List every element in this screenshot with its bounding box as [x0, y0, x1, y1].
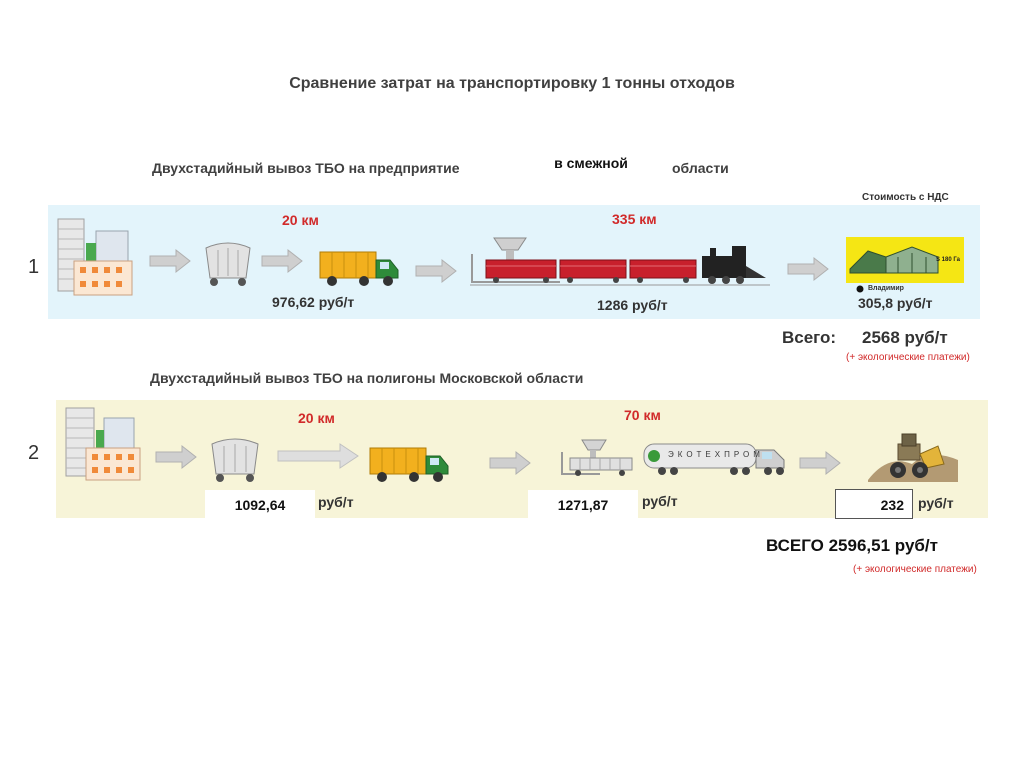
scheme2-price-unit-2: руб/т: [642, 493, 678, 509]
arrow-right-icon: [155, 444, 197, 470]
arrow-right-icon: [277, 443, 359, 469]
scheme2-leg2-distance: 70 км: [624, 407, 661, 423]
scheme2-price-unit-1: руб/т: [318, 494, 354, 510]
scheme1-eco-note: (+ экологические платежи): [846, 352, 970, 363]
bulldozer-landfill-icon: [868, 433, 958, 482]
scheme2-grand-total: ВСЕГО 2596,51 руб/т: [766, 536, 938, 555]
scheme1-leg1-price: 976,62 руб/т: [272, 294, 355, 310]
scheme2-price-box-3: 232: [835, 489, 913, 519]
arrow-right-icon: [787, 256, 829, 282]
scheme1-leg2-price: 1286 руб/т: [597, 297, 668, 313]
location-dot-icon: [856, 285, 864, 293]
scheme1-leg1-distance: 20 км: [282, 212, 319, 228]
scheme2-eco-note: (+ экологические платежи): [853, 564, 977, 575]
buildings-icon: [57, 218, 133, 296]
freight-train-icon: [470, 237, 770, 286]
garbage-truck-icon: [369, 447, 449, 482]
scheme1-total-value: 2568 руб/т: [862, 328, 948, 347]
garbage-container-icon: [205, 242, 251, 286]
scheme1-heading-insert: в смежной: [521, 152, 661, 174]
page-title: Сравнение затрат на транспортировку 1 то…: [289, 75, 735, 92]
scheme1-heading-end: области: [672, 160, 729, 176]
site-sign: S 180 Га: [936, 257, 961, 263]
arrow-right-icon: [799, 450, 841, 476]
garbage-container-icon: [211, 438, 259, 482]
arrow-right-icon: [489, 450, 531, 476]
scheme2-heading: Двухстадийный вывоз ТБО на полигоны Моск…: [150, 370, 584, 386]
scheme1-heading: Двухстадийный вывоз ТБО на предприятие: [152, 160, 460, 176]
garbage-truck-icon: [319, 251, 399, 286]
scheme2-price-box-2: 1271,87: [528, 490, 638, 520]
scheme1-number: 1: [28, 256, 40, 278]
scheme1-total-label: Всего:: [782, 328, 837, 347]
truck-text: ЭКОТЕХПРОМ: [668, 450, 764, 459]
scheme2-leg1-distance: 20 км: [298, 410, 335, 426]
semi-truck-icon: ЭКОТЕХПРОМ: [642, 440, 788, 478]
vat-note: Стоимость с НДС: [862, 192, 949, 203]
transfer-station-icon: [561, 439, 633, 476]
arrow-right-icon: [149, 248, 191, 274]
site-city: Владимир: [868, 285, 904, 292]
arrow-right-icon: [415, 258, 457, 284]
scheme2-price-unit-3: руб/т: [918, 495, 954, 511]
scheme1-leg2-distance: 335 км: [612, 211, 657, 227]
buildings-icon: [65, 407, 141, 481]
scheme1-site-price: 305,8 руб/т: [858, 295, 933, 311]
processing-plant-icon: S 180 Га: [846, 237, 964, 283]
scheme2-price-box-1: 1092,64: [205, 490, 315, 520]
scheme2-number: 2: [28, 442, 40, 464]
arrow-right-icon: [261, 248, 303, 274]
